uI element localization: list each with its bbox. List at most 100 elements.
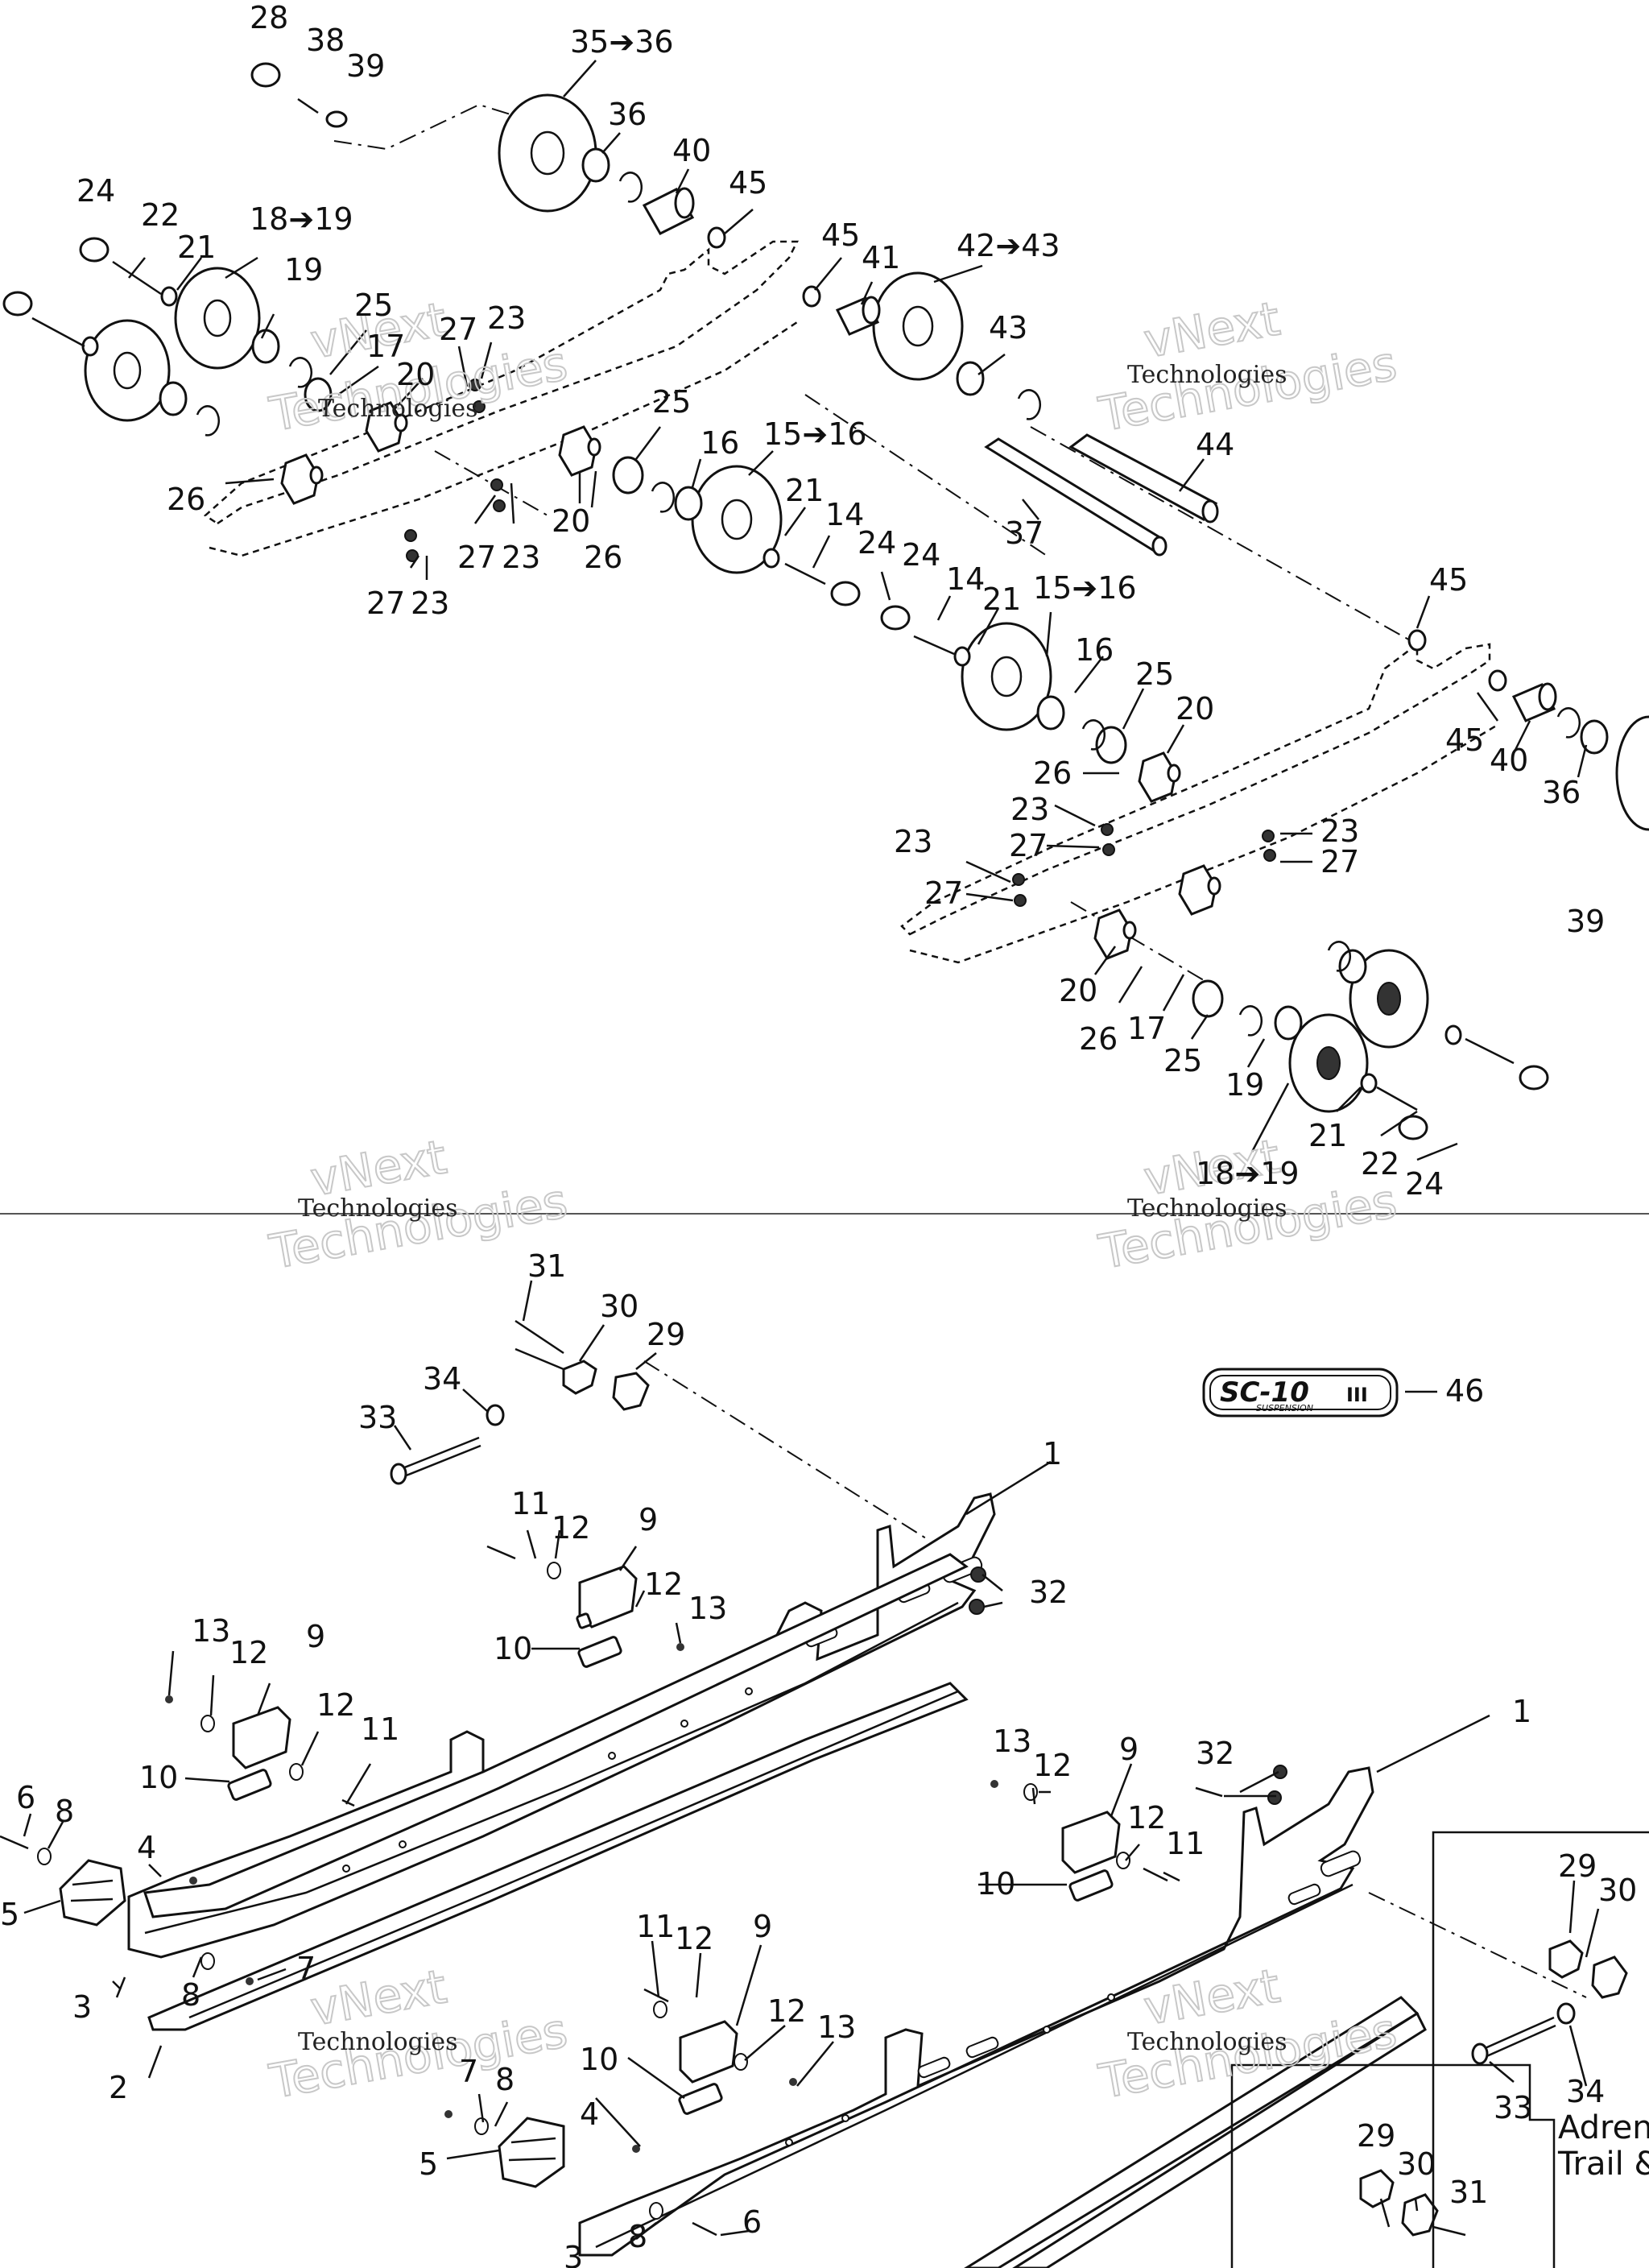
callout-label: 23 bbox=[1320, 813, 1359, 849]
slide-block-10 bbox=[577, 1636, 622, 1668]
slider-2 bbox=[147, 1682, 969, 2031]
callout-label: 12 bbox=[644, 1566, 683, 1602]
retaining-ring bbox=[618, 172, 643, 203]
callout-label: 9 bbox=[753, 1909, 772, 1944]
callout-label: 13 bbox=[817, 2009, 856, 2045]
callout-label: 20 bbox=[1059, 973, 1097, 1008]
callout-label: 22 bbox=[141, 197, 180, 233]
retaining-ring bbox=[1081, 719, 1106, 751]
callout-label: 19 bbox=[1225, 1067, 1264, 1103]
callout-label: 33 bbox=[358, 1400, 397, 1435]
axis-line bbox=[1070, 901, 1209, 983]
nut-32 bbox=[1267, 1790, 1282, 1805]
callout-label: 43 bbox=[989, 310, 1027, 346]
wheel-18c bbox=[1288, 1013, 1369, 1113]
mount-bottom bbox=[1359, 2169, 1439, 2237]
callout-label: 25 bbox=[354, 288, 393, 323]
callout-label: 39 bbox=[346, 48, 385, 84]
callout-label: 13 bbox=[192, 1613, 230, 1649]
rail-tip-5 bbox=[59, 1859, 126, 1927]
axis-line bbox=[1030, 426, 1418, 645]
callout-label: 25 bbox=[652, 384, 691, 420]
edition-box-outer bbox=[1432, 1831, 1649, 2268]
callout-label: 6 bbox=[742, 2204, 762, 2240]
rail-lower-edge bbox=[595, 1883, 1354, 2249]
washer bbox=[802, 285, 821, 308]
callout-label: 32 bbox=[1196, 1736, 1234, 1771]
callout-label: 4 bbox=[580, 2096, 599, 2132]
sleeve-40b bbox=[1511, 682, 1557, 722]
bearing bbox=[159, 381, 188, 416]
callout-label: 18➔19 bbox=[250, 201, 353, 237]
callout-label: 41 bbox=[862, 240, 900, 275]
spacer-ring bbox=[1192, 979, 1224, 1018]
watermark-brand: Technologies bbox=[266, 1173, 572, 1280]
callout-label: 7 bbox=[296, 1951, 316, 1986]
callout-label: 30 bbox=[1598, 1873, 1637, 1908]
callout-label: 21 bbox=[982, 581, 1021, 617]
nut bbox=[1012, 873, 1025, 886]
upper-frame-left-lower bbox=[209, 321, 798, 557]
callout-label: 4 bbox=[137, 1830, 156, 1865]
washer bbox=[81, 336, 99, 357]
retaining-ring bbox=[288, 357, 313, 388]
bearing bbox=[1580, 719, 1609, 755]
sleeve-40 bbox=[642, 187, 695, 235]
shaft-37 bbox=[984, 437, 1168, 557]
nut bbox=[1263, 849, 1276, 862]
slide-block-9 bbox=[1061, 1811, 1121, 1874]
retaining-ring bbox=[1238, 1005, 1263, 1037]
bracket-20 bbox=[558, 425, 601, 477]
callout-label: 37 bbox=[1005, 515, 1044, 551]
callout-label: 20 bbox=[396, 357, 435, 392]
bracket-20 bbox=[280, 453, 324, 505]
bearing bbox=[956, 361, 985, 396]
callout-label: 30 bbox=[1397, 2146, 1436, 2182]
callout-label: 29 bbox=[1357, 2118, 1395, 2154]
wheel-15b bbox=[961, 622, 1052, 731]
bottom-fasteners bbox=[0, 1545, 1168, 2237]
retaining-ring bbox=[1017, 389, 1042, 420]
watermark-line2: Technologies bbox=[318, 395, 478, 423]
callout-label: 46 bbox=[1445, 1373, 1484, 1409]
watermark-line2: Technologies bbox=[1127, 361, 1287, 389]
bolt bbox=[31, 317, 85, 348]
callout-label: 40 bbox=[1490, 743, 1528, 778]
callout-label: 29 bbox=[1558, 1848, 1597, 1884]
callout-label: 17 bbox=[366, 329, 405, 364]
callout-label: 33 bbox=[1494, 2090, 1532, 2125]
callout-label: 12 bbox=[1033, 1748, 1072, 1783]
spacer-ring bbox=[612, 456, 644, 495]
bottom-nuts bbox=[165, 1643, 998, 2153]
callout-label: 32 bbox=[1029, 1575, 1068, 1610]
retaining-ring bbox=[651, 482, 676, 513]
slide-block-9 bbox=[232, 1706, 291, 1769]
callout-label: 31 bbox=[527, 1248, 566, 1284]
callout-label: 8 bbox=[628, 2219, 647, 2254]
callout-label: 23 bbox=[502, 540, 540, 575]
bracket-20 bbox=[1093, 908, 1137, 960]
edition-text-line2: Trail & bbox=[1557, 2146, 1649, 2183]
shaft-44 bbox=[1068, 433, 1219, 524]
callout-label: 2 bbox=[109, 2070, 128, 2105]
callout-label: 8 bbox=[495, 2062, 515, 2097]
callout-label: 10 bbox=[494, 1631, 532, 1666]
callout-label: 25 bbox=[1163, 1043, 1202, 1078]
nut bbox=[490, 478, 503, 491]
callout-label: 36 bbox=[608, 97, 647, 132]
callout-label: 25 bbox=[1135, 656, 1174, 692]
washer bbox=[953, 646, 971, 667]
callout-label: 13 bbox=[688, 1591, 727, 1626]
callout-label: 8 bbox=[55, 1794, 74, 1829]
rail-slot-edge bbox=[144, 1601, 959, 1935]
wheel-42 bbox=[872, 271, 964, 381]
callout-label: 23 bbox=[894, 824, 932, 859]
rail-holes bbox=[785, 1850, 1362, 2146]
upper-frame-right-lower bbox=[909, 723, 1498, 964]
callout-label: 34 bbox=[423, 1361, 461, 1397]
callout-label: 21 bbox=[1308, 1118, 1347, 1153]
callout-label: 13 bbox=[993, 1724, 1031, 1759]
callout-label: 5 bbox=[0, 1897, 19, 1932]
slider-strip-upper bbox=[143, 1553, 969, 1918]
